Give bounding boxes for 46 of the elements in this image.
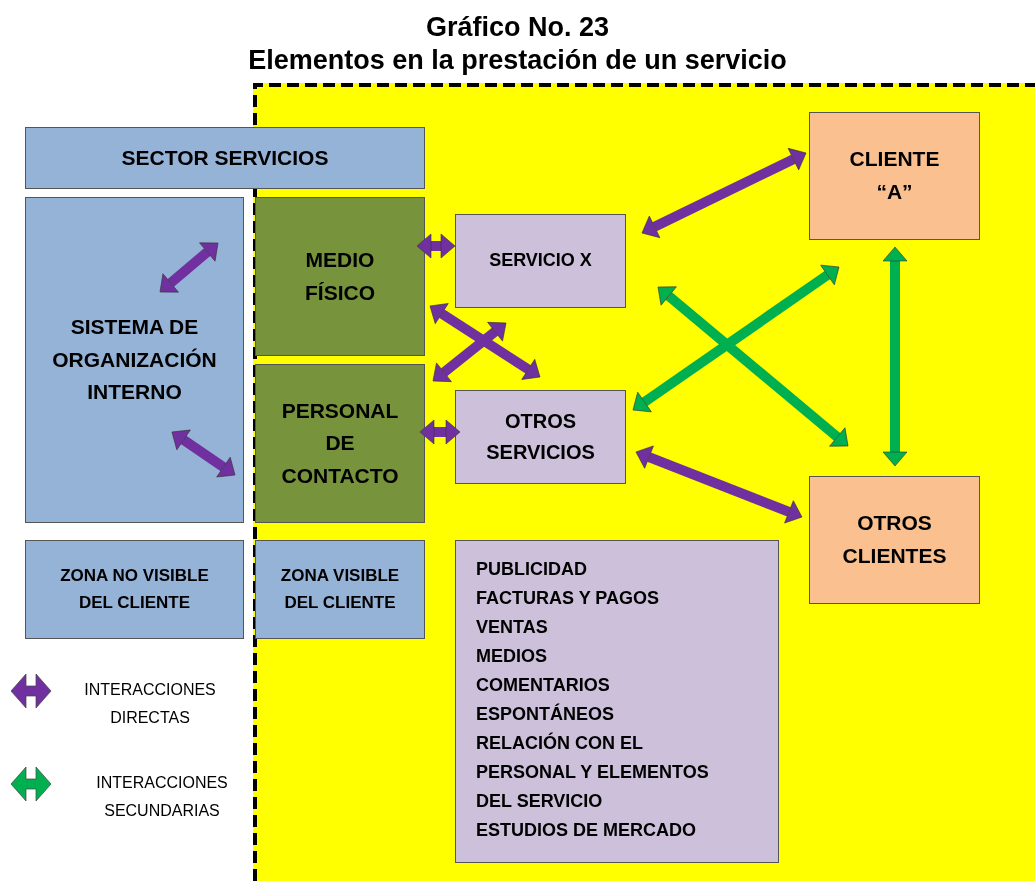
process-box <box>255 364 425 523</box>
double-arrow <box>882 246 908 467</box>
node-label: PERSONAL DE CONTACTO <box>281 397 399 489</box>
double-arrow <box>635 445 803 524</box>
service-box <box>455 214 626 308</box>
double-arrow <box>632 264 840 413</box>
service-box <box>455 390 626 484</box>
node-label: PUBLICIDAD <box>476 558 587 581</box>
node-label: OTROS CLIENTES <box>841 510 948 569</box>
node-label: COMENTARIOS <box>476 674 610 697</box>
legend-label: INTERACCIONES DIRECTAS <box>83 680 217 728</box>
legend-label: INTERACCIONES SECUNDARIAS <box>95 773 229 821</box>
chart-subtitle: Elementos en la prestación de un servicio <box>247 45 788 76</box>
double-arrow <box>429 303 541 380</box>
node-label: SERVICIO X <box>489 249 592 273</box>
double-arrow <box>419 419 461 445</box>
node-label: CLIENTE “A” <box>848 146 941 205</box>
node-label: ESTUDIOS DE MERCADO <box>476 819 697 842</box>
node-label: PERSONAL Y ELEMENTOS <box>476 761 709 784</box>
zone-box <box>255 540 425 639</box>
node-label: ESPONTÁNEOS <box>476 702 615 726</box>
node-label: ZONA VISIBLE DEL CLIENTE <box>280 565 400 614</box>
chart-title: Gráfico No. 23 <box>424 12 611 43</box>
node-label: MEDIO FÍSICO <box>304 246 376 306</box>
node-label: OTROS SERVICIOS <box>485 409 596 465</box>
node-label: VENTAS <box>476 616 548 639</box>
node-label: RELACIÓN CON EL <box>476 731 643 755</box>
zone-box <box>25 540 244 639</box>
double-arrow <box>641 148 807 238</box>
double-arrow <box>432 322 507 382</box>
double-arrow <box>171 429 236 478</box>
node-label: MEDIOS <box>476 645 547 668</box>
double-arrow <box>159 242 219 293</box>
node-label: FACTURAS Y PAGOS <box>476 587 660 610</box>
double-arrow <box>416 233 456 259</box>
double-arrow <box>657 286 849 447</box>
list-box <box>455 540 779 863</box>
client-box <box>809 476 980 604</box>
process-box <box>255 197 425 356</box>
sector-box <box>25 127 425 189</box>
system-box <box>25 197 244 523</box>
node-label: SISTEMA DE ORGANIZACIÓN INTERNO <box>51 314 218 406</box>
node-label: DEL SERVICIO <box>476 790 603 813</box>
node-label: SECTOR SERVICIOS <box>121 144 329 171</box>
client-box <box>809 112 980 240</box>
node-label: ZONA NO VISIBLE DEL CLIENTE <box>59 565 210 614</box>
